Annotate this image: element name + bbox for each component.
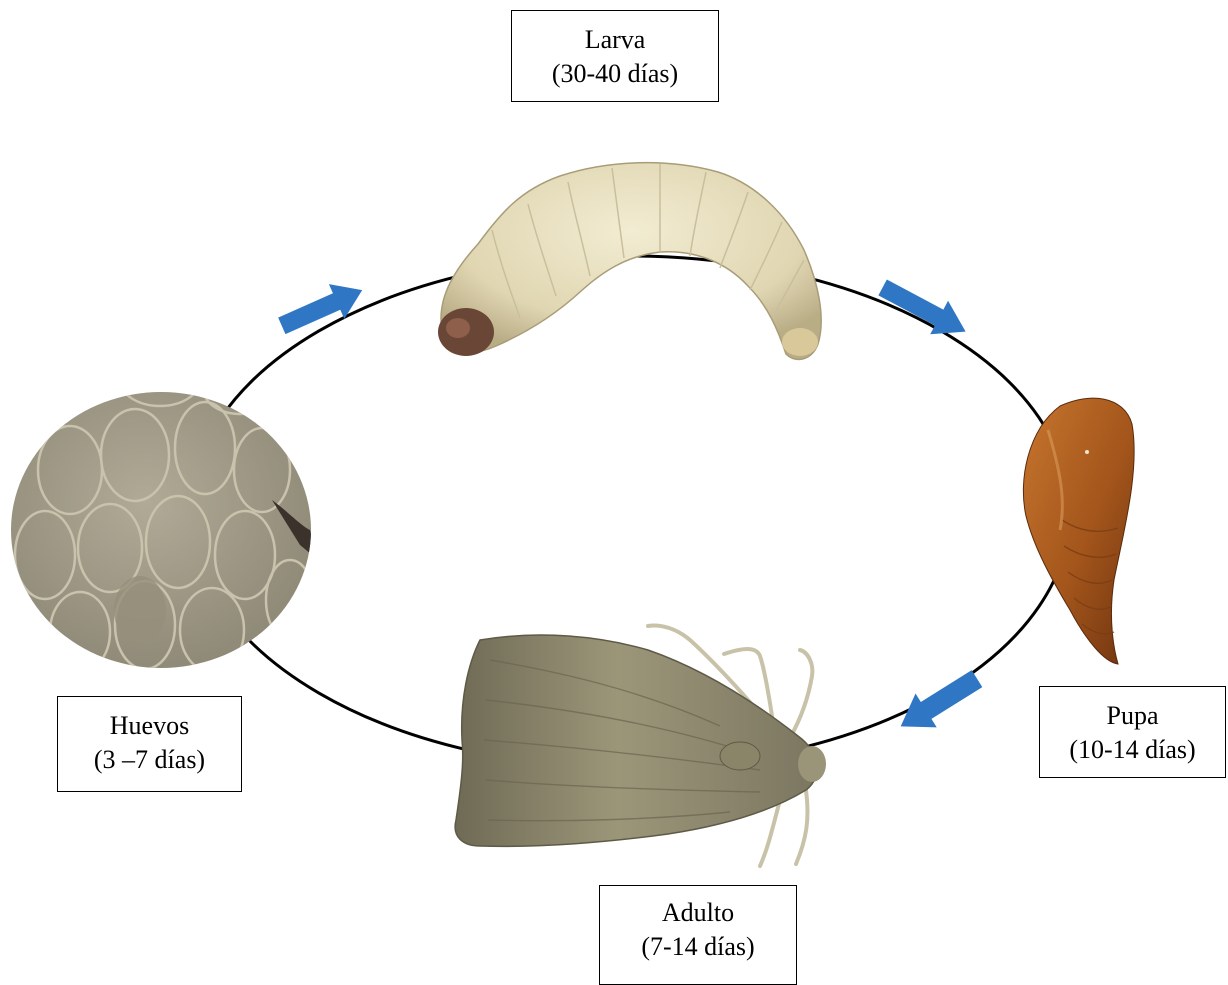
stage-label-adulto: Adulto (7-14 días) — [599, 885, 797, 985]
stage-duration-pupa: (10-14 días) — [1040, 733, 1225, 767]
arrow-huevos-to-larva-icon — [274, 273, 370, 344]
stage-name-huevos: Huevos — [58, 709, 241, 743]
stage-name-larva: Larva — [512, 23, 718, 57]
stage-duration-huevos: (3 –7 días) — [58, 743, 241, 777]
arrow-larva-to-pupa-icon — [874, 271, 975, 349]
stage-name-adulto: Adulto — [600, 896, 796, 930]
arrow-pupa-to-adulto-icon — [890, 662, 988, 744]
stage-duration-adulto: (7-14 días) — [600, 930, 796, 964]
stage-name-pupa: Pupa — [1040, 699, 1225, 733]
stage-label-larva: Larva (30-40 días) — [511, 10, 719, 102]
adult-moth-illustration-icon — [455, 626, 826, 866]
larva-illustration-icon — [438, 163, 821, 360]
stage-label-huevos: Huevos (3 –7 días) — [57, 696, 242, 792]
stage-duration-larva: (30-40 días) — [512, 57, 718, 91]
stage-label-pupa: Pupa (10-14 días) — [1039, 686, 1226, 778]
eggs-illustration-icon — [11, 354, 330, 672]
pupa-illustration-icon — [1023, 398, 1134, 664]
